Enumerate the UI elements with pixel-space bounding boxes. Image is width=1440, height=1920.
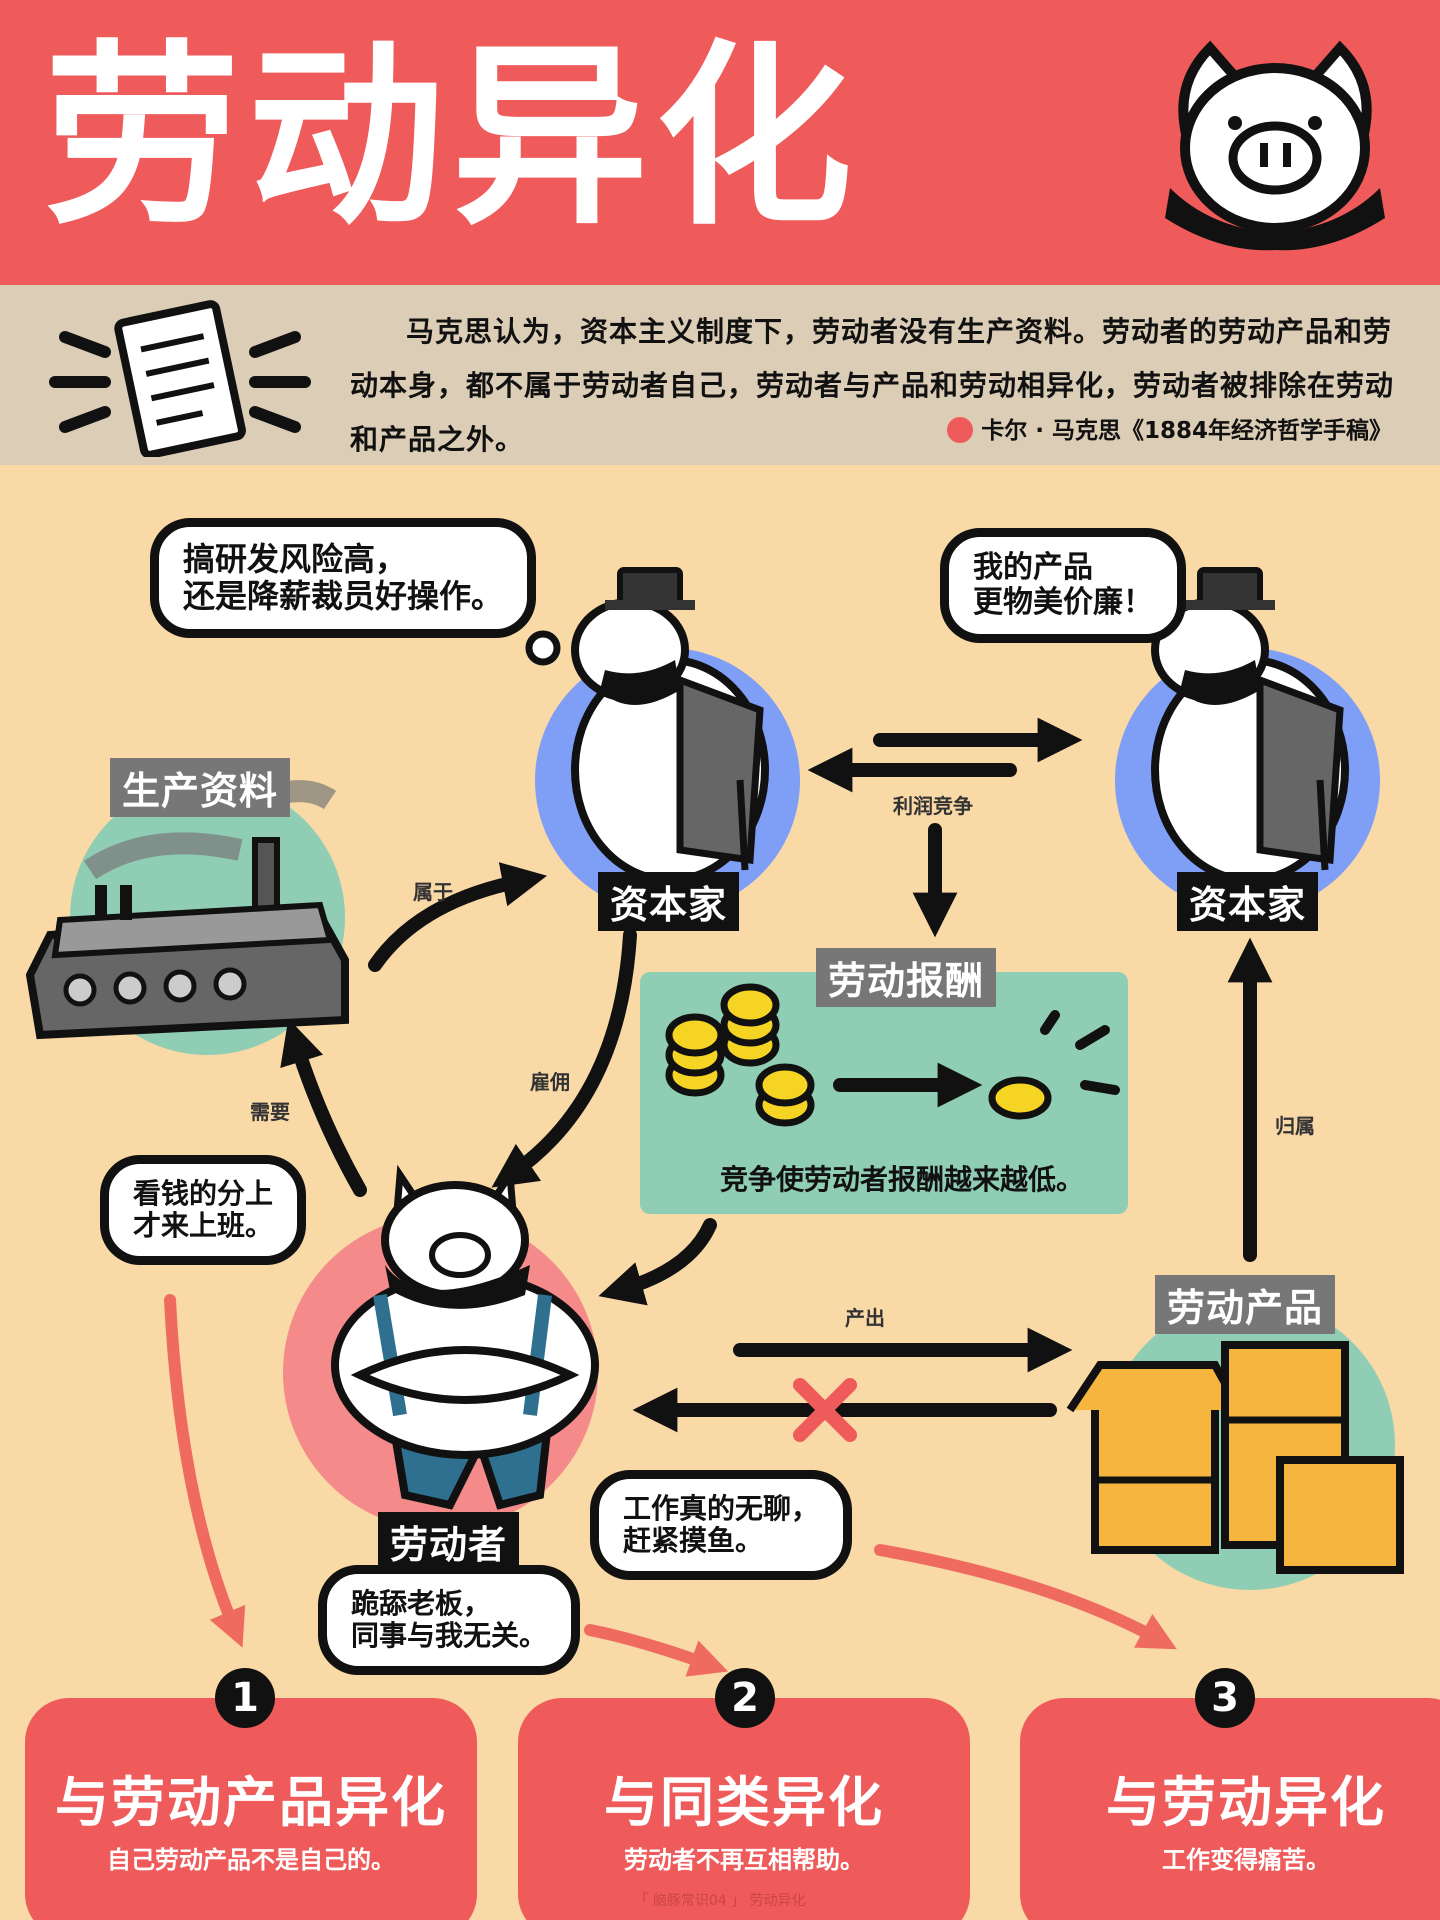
coins-icon: [665, 983, 1052, 1127]
footer: 「 脑豚常识04 」 劳动异化: [634, 1893, 806, 1909]
card-number-3: 3: [1195, 1668, 1255, 1728]
worker-label: 劳动者: [378, 1512, 520, 1571]
header-banner: 劳动异化: [0, 0, 1440, 285]
book-icon: [49, 300, 311, 457]
marx-quote: 马克思认为，资本主义制度下，劳动者没有生产资料。劳动者的劳动产品和劳动本身，都不…: [0, 285, 1440, 465]
quote-source: 卡尔 · 马克思《1884年经济哲学手稿》: [947, 411, 1392, 445]
red-dot-icon: [947, 417, 974, 443]
wage-caption: 竞争使劳动者报酬越来越低。: [720, 1163, 1085, 1196]
capitalist1-label: 资本家: [598, 872, 740, 931]
bubble-capitalist1: 搞研发风险高， 还是降薪裁员好操作。: [150, 518, 537, 638]
capitalist-pig-icon: [571, 567, 769, 884]
capitalist2-label: 资本家: [1177, 872, 1319, 931]
edge-profit: 利润竞争: [893, 794, 973, 818]
card-2: 与同类异化 劳动者不再互相帮助。: [518, 1698, 970, 1920]
card-number-1: 1: [215, 1668, 275, 1728]
factory-icon: [25, 780, 349, 1040]
bubble-worker-money: 看钱的分上 才来上班。: [100, 1155, 307, 1266]
wage-label: 劳动报酬: [816, 948, 997, 1007]
edge-owned: 归属: [1275, 1114, 1315, 1138]
product-label: 劳动产品: [1155, 1275, 1336, 1334]
quote-text: 马克思认为，资本主义制度下，劳动者没有生产资料。劳动者的劳动产品和劳动本身，都不…: [350, 315, 1395, 456]
card-subtitle: 劳动者不再互相帮助。: [624, 1846, 864, 1874]
edge-belongs: 属于: [413, 880, 453, 904]
means-label: 生产资料: [110, 758, 291, 817]
bubble-worker-bored: 工作真的无聊， 赶紧摸鱼。: [590, 1470, 853, 1581]
card-1: 与劳动产品异化 自己劳动产品不是自己的。: [25, 1698, 477, 1920]
card-title: 与劳动异化: [1106, 1771, 1386, 1834]
boxes-icon: [1066, 1341, 1404, 1574]
worker-pig-icon: [331, 1164, 599, 1510]
card-subtitle: 工作变得痛苦。: [1162, 1846, 1330, 1874]
edge-hire: 雇佣: [530, 1070, 570, 1094]
edge-produce: 产出: [845, 1306, 885, 1330]
bubble-worker-flatter: 跪舔老板， 同事与我无关。: [318, 1565, 581, 1676]
card-title: 与劳动产品异化: [55, 1771, 447, 1834]
card-number-2: 2: [715, 1668, 775, 1728]
card-3: 与劳动异化 工作变得痛苦。: [1020, 1698, 1440, 1920]
page-title: 劳动异化: [44, 24, 861, 252]
capitalist-pig-icon: [1151, 567, 1349, 884]
card-title: 与同类异化: [604, 1771, 884, 1834]
bubble-capitalist2: 我的产品 更物美价廉！: [940, 528, 1186, 643]
quote-source-text: 卡尔 · 马克思《1884年经济哲学手稿》: [981, 418, 1392, 444]
card-subtitle: 自己劳动产品不是自己的。: [107, 1846, 395, 1874]
edge-need: 需要: [250, 1100, 290, 1124]
pig-logo-icon: [1165, 40, 1385, 251]
